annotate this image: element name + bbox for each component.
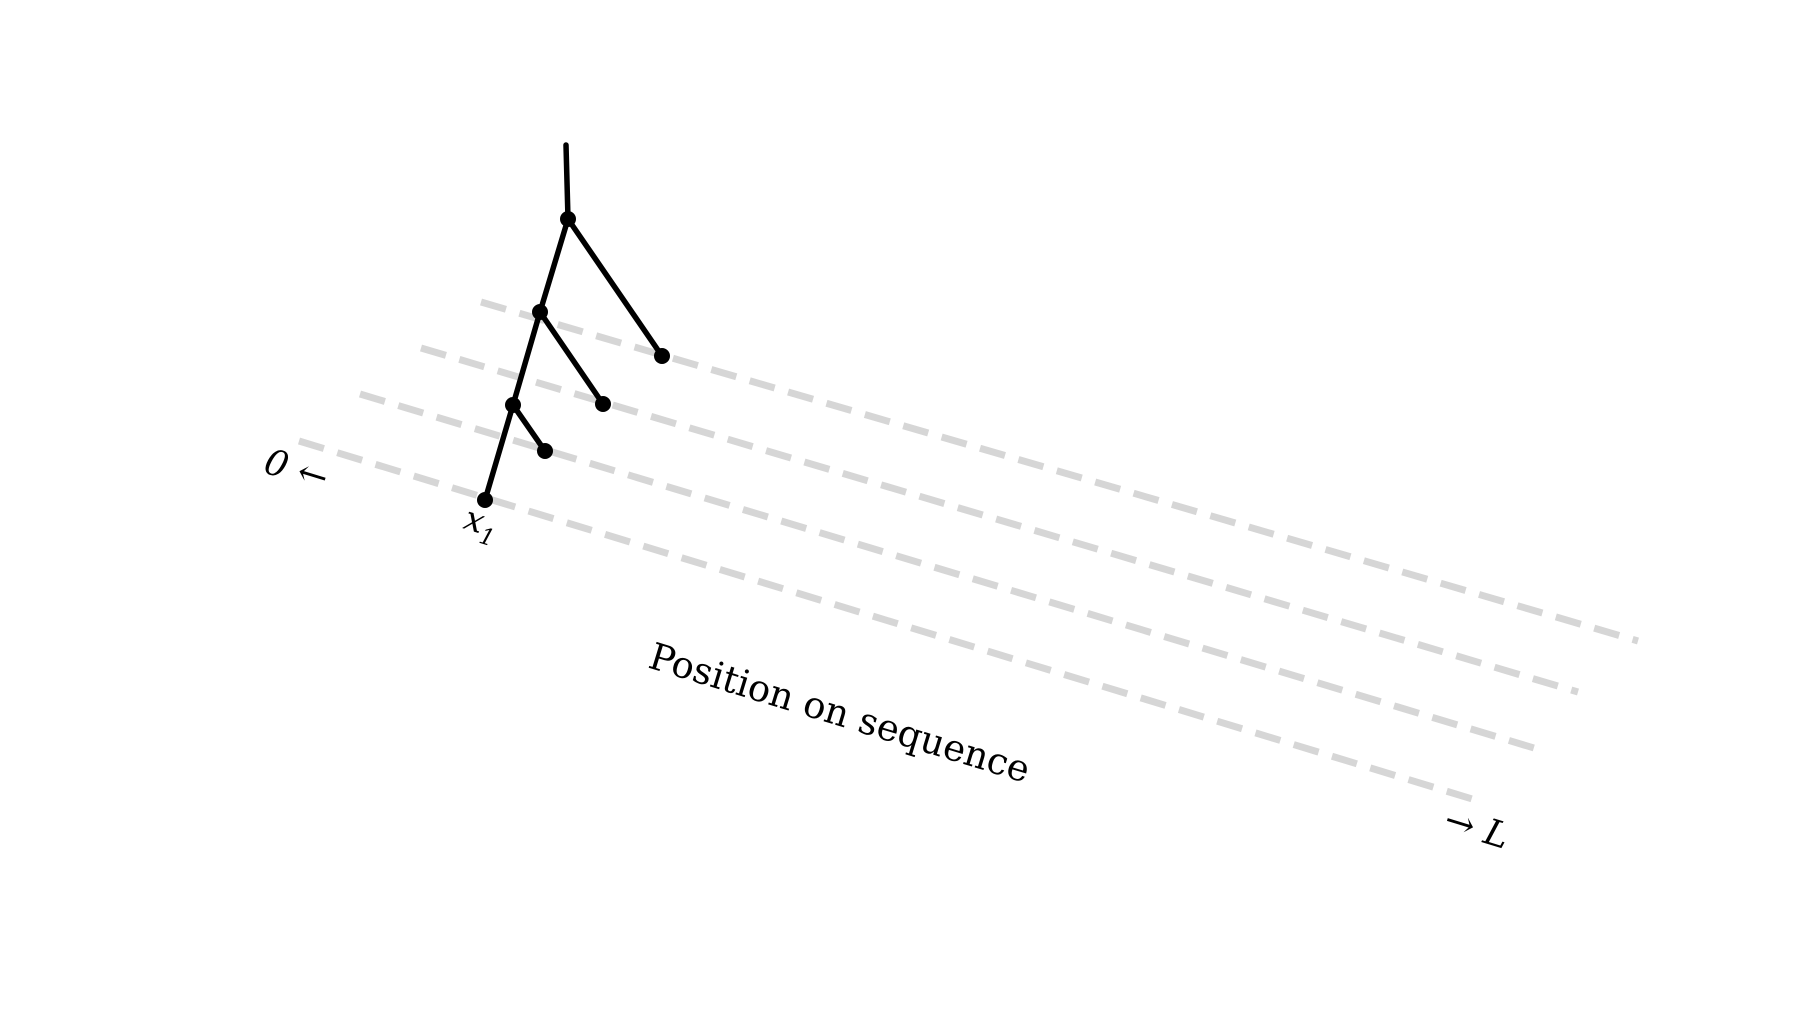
leaf-label-x1: x1 [458,498,504,552]
branch-root-to-node-2 [537,216,571,315]
leaf-node-2 [537,443,553,459]
root-node [560,211,576,227]
genealogy-tree [477,142,670,508]
sequence-lines [297,298,1639,806]
axis-label: Position on sequence [644,635,1035,792]
root-branch [563,142,571,222]
internal-node-3 [505,397,521,413]
sequence-line-3 [420,344,1579,696]
sequence-end-label: → L [1439,799,1514,857]
leaf-node-1 [477,492,493,508]
leaf-node-4 [654,348,670,364]
leaf-label-subscript: 1 [476,523,498,552]
internal-node-2 [532,304,548,320]
branch-node-2-to-leaf-3 [537,309,606,407]
branch-node-2-to-node-3 [510,309,543,408]
branch-node-3-to-leaf-1 [482,402,516,503]
sequence-line-1 [297,437,1484,806]
branch-root-to-leaf-4 [565,216,665,359]
leaf-node-3 [595,396,611,412]
sequence-line-2 [358,390,1536,752]
branch-node-3-to-leaf-2 [510,402,548,454]
sequence-line-4 [480,298,1639,645]
